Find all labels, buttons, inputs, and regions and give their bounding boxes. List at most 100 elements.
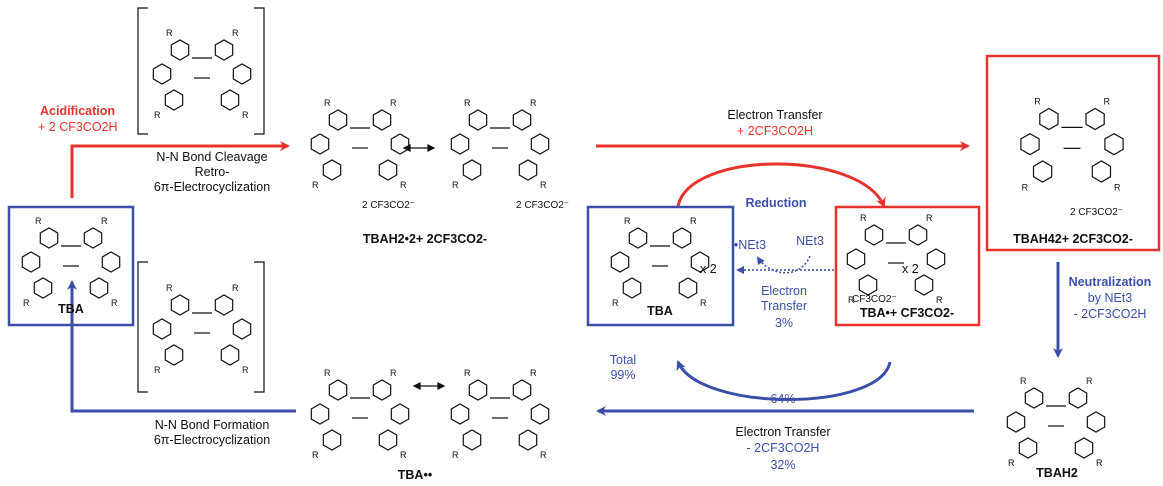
- substituent-r: R: [1022, 182, 1029, 192]
- electron-transfer-bottom-reagent: - 2CF3CO2H: [746, 441, 820, 455]
- tba-left-box: [7, 205, 135, 327]
- ring: [220, 344, 240, 366]
- substituent-r: R: [860, 213, 867, 223]
- ring: [512, 379, 532, 401]
- substituent-r: R: [101, 216, 108, 226]
- nn-cleavage-label-3: 6π-Electrocyclization: [153, 180, 271, 194]
- ring: [462, 429, 482, 451]
- substituent-r: R: [464, 98, 471, 108]
- ring: [390, 403, 410, 425]
- ring: [152, 318, 172, 340]
- substituent-r: R: [1114, 182, 1121, 192]
- tba-center-box: [586, 205, 735, 327]
- ring: [214, 39, 234, 61]
- species-tbah2-dication: TBAH2•2+ 2CF3CO2-: [362, 232, 488, 246]
- ring: [690, 251, 710, 273]
- substituent-r: R: [452, 180, 459, 190]
- cycle-upper-arc-arrow: [676, 162, 886, 208]
- substituent-r: R: [312, 450, 319, 460]
- electron-transfer-top-reagent: + 2CF3CO2H: [736, 124, 814, 138]
- ring: [864, 224, 884, 246]
- ring: [1074, 437, 1094, 459]
- substituent-r: R: [400, 180, 407, 190]
- et-mid-label-2: Transfer: [760, 299, 808, 313]
- substituent-r: R: [1096, 458, 1103, 468]
- substituent-r: R: [390, 368, 397, 378]
- ring: [672, 227, 692, 249]
- ring: [846, 248, 866, 270]
- nn-formation-label-2: 6π-Electrocyclization: [153, 433, 271, 447]
- ring: [1085, 107, 1105, 131]
- ring: [678, 277, 698, 299]
- ring: [101, 251, 121, 273]
- counterion-left: 2 CF3CO2⁻: [362, 200, 416, 211]
- ring: [512, 109, 532, 131]
- ring: [462, 159, 482, 181]
- nn-cleavage-label-2: Retro-: [194, 165, 230, 179]
- substituent-r: R: [154, 110, 161, 120]
- ring: [908, 224, 928, 246]
- substituent-r: R: [1034, 96, 1041, 106]
- substituent-r: R: [324, 98, 331, 108]
- ring: [1104, 133, 1124, 156]
- substituent-r: R: [232, 283, 239, 293]
- cycle-lower-arc-arrow: [676, 360, 892, 401]
- substituent-r: R: [166, 28, 173, 38]
- substituent-r: R: [1086, 376, 1093, 386]
- multiplier-center: x 2: [700, 262, 717, 276]
- substituent-r: R: [242, 365, 249, 375]
- substituent-r: R: [1104, 96, 1111, 106]
- total-percent: 99%: [610, 368, 636, 382]
- acid-reagent-label: + 2 CF3CO2H: [38, 120, 118, 134]
- ring: [1018, 437, 1038, 459]
- species-tba-left: TBA: [58, 302, 84, 316]
- ring: [1039, 107, 1059, 131]
- substituent-r: R: [232, 28, 239, 38]
- et-mid-label-1: Electron: [761, 284, 807, 298]
- et-mid-percent: 3%: [774, 316, 794, 330]
- ring: [214, 294, 234, 316]
- tbah4-box: [985, 54, 1161, 252]
- ring: [628, 227, 648, 249]
- substituent-r: R: [390, 98, 397, 108]
- ring: [21, 251, 41, 273]
- species-tba-radical-cation: TBA•+ CF3CO2-: [859, 306, 955, 320]
- ring: [450, 403, 470, 425]
- ring: [858, 274, 878, 296]
- ring: [322, 429, 342, 451]
- substituent-r: R: [154, 365, 161, 375]
- ring: [164, 344, 184, 366]
- species-tbah2: TBAH2: [1036, 466, 1078, 480]
- ring: [310, 403, 330, 425]
- substituent-r: R: [242, 110, 249, 120]
- resonance-arrow-bottom: [412, 382, 446, 390]
- reduction-label: Reduction: [745, 196, 807, 210]
- counterion-tbah4: 2 CF3CO2⁻: [1070, 207, 1124, 218]
- species-tba-center: TBA: [647, 304, 673, 318]
- ring: [170, 294, 190, 316]
- ring: [170, 39, 190, 61]
- species-tba-radical: TBA••: [397, 468, 433, 482]
- nn-formation-label-1: N-N Bond Formation: [154, 418, 270, 432]
- ring: [328, 379, 348, 401]
- bottom-transition-state-brackets: [137, 261, 265, 393]
- counterion-radical-cation: CF3CO2⁻: [852, 294, 897, 305]
- nn-cleavage-label-1: N-N Bond Cleavage: [156, 150, 268, 164]
- species-tbah4: TBAH42+ 2CF3CO2-: [1013, 232, 1133, 246]
- ring: [378, 159, 398, 181]
- substituent-r: R: [464, 368, 471, 378]
- substituent-r: R: [624, 216, 631, 226]
- percent-64: 64%: [770, 392, 796, 406]
- substituent-r: R: [166, 283, 173, 293]
- substituent-r: R: [111, 298, 118, 308]
- ring: [322, 159, 342, 181]
- substituent-r: R: [612, 298, 619, 308]
- ring: [914, 274, 934, 296]
- ring: [530, 133, 550, 155]
- acidification-arrow: [70, 141, 290, 198]
- net3-label: NEt3: [796, 234, 824, 248]
- ring: [518, 159, 538, 181]
- ring: [518, 429, 538, 451]
